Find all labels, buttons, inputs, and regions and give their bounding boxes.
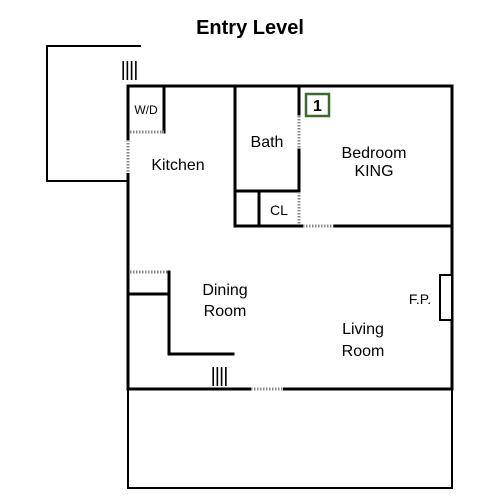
upper-stairs: |||| [121,59,138,81]
exterior-walls [126,84,454,391]
dining-label-line1: Dining [202,282,247,299]
kitchen-label: Kitchen [151,157,204,174]
fireplace-label: F.P. [409,291,431,307]
upper-deck-outline [46,45,141,182]
lower-stairs: |||| [211,365,228,387]
living-label-line1: Living [342,321,384,338]
dining-label-line2: Room [204,303,247,320]
closet-label: CL [270,202,288,218]
lower-deck-outline [127,388,453,489]
wd-label: W/D [134,103,158,117]
bedroom-bed-label: KING [354,163,393,180]
room-number-badge: 1 [304,92,331,118]
badge-label: 1 [313,98,322,115]
living-label-line2: Room [342,343,385,360]
bedroom-label: Bedroom [342,145,407,162]
fireplace [439,274,453,321]
bath-label: Bath [251,134,284,151]
plan-title: Entry Level [196,17,304,39]
